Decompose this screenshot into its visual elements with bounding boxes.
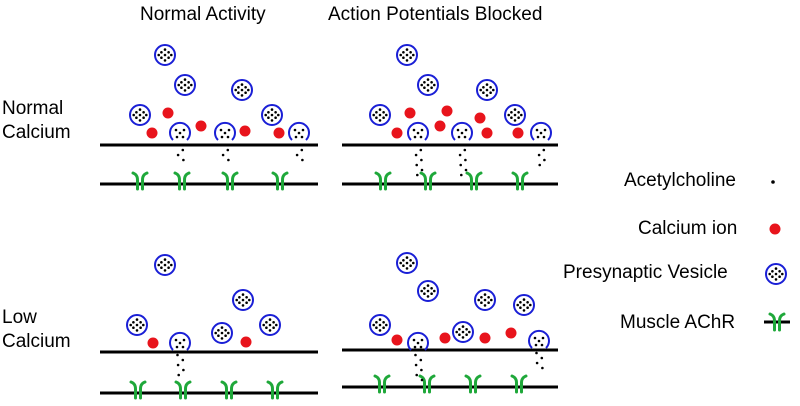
presynaptic-vesicle	[154, 254, 176, 276]
panel-normal-activity-low-calcium	[100, 254, 318, 400]
presynaptic-vesicle	[261, 104, 283, 126]
calcium-ion-icon	[769, 223, 781, 235]
muscle-achr-receptor	[129, 380, 147, 400]
panel-ap-blocked-low-calcium	[342, 252, 558, 394]
calcium-ion	[391, 334, 403, 346]
presynaptic-vesicle	[476, 79, 498, 101]
calcium-ion	[441, 105, 453, 117]
row-label-low-calcium-line1: Low	[2, 307, 37, 328]
muscle-achr-receptor	[419, 171, 437, 191]
legend-label-presynaptic-vesicle: Presynaptic Vesicle	[563, 262, 728, 283]
presynaptic-vesicle-icon	[765, 263, 787, 285]
calcium-ion	[239, 125, 251, 137]
row-label-low-calcium: Low Calcium	[2, 306, 71, 354]
fusing-vesicle	[407, 331, 429, 382]
muscle-achr-receptor	[173, 171, 191, 191]
calcium-ion	[195, 120, 207, 132]
presynaptic-vesicle	[126, 314, 148, 336]
presynaptic-vesicle	[474, 289, 496, 311]
fusing-vesicle	[214, 121, 236, 162]
muscle-achr-receptor	[464, 374, 482, 394]
presynaptic-vesicle	[417, 280, 439, 302]
legend-icons-layer	[764, 180, 790, 332]
calcium-ion	[146, 127, 158, 139]
presynaptic-vesicle	[259, 314, 281, 336]
muscle-achr-receptor	[418, 374, 436, 394]
row-label-low-calcium-line2: Calcium	[2, 331, 71, 352]
muscle-achr-receptor	[131, 171, 149, 191]
muscle-achr-receptor	[221, 171, 239, 191]
presynaptic-vesicle	[396, 252, 418, 274]
presynaptic-vesicle	[129, 104, 151, 126]
legend-label-muscle-achr: Muscle AChR	[620, 312, 736, 333]
calcium-ion	[273, 127, 285, 139]
presynaptic-vesicle	[232, 289, 254, 311]
muscle-achr-receptor	[220, 380, 238, 400]
panel-ap-blocked-normal-calcium	[342, 44, 558, 191]
calcium-ion	[512, 127, 524, 139]
presynaptic-vesicle	[417, 74, 439, 96]
legend-label-calcium-ion: Calcium ion	[638, 218, 738, 239]
fusing-vesicle	[530, 121, 552, 167]
row-label-normal-calcium-line2: Calcium	[2, 122, 71, 143]
presynaptic-vesicle	[231, 79, 253, 101]
row-label-normal-calcium: Normal Calcium	[2, 97, 71, 145]
calcium-ion	[481, 127, 493, 139]
calcium-ion	[162, 107, 174, 119]
calcium-ion	[439, 332, 451, 344]
presynaptic-vesicle	[396, 44, 418, 66]
panel-normal-activity-normal-calcium	[100, 44, 318, 191]
calcium-ion	[240, 336, 252, 348]
muscle-achr-receptor	[174, 380, 192, 400]
fusing-vesicle	[288, 121, 310, 162]
presynaptic-vesicle	[452, 321, 474, 343]
acetylcholine-dot-icon	[771, 180, 775, 184]
muscle-achr-receptor-icon	[764, 312, 790, 332]
muscle-achr-receptor	[511, 171, 529, 191]
presynaptic-vesicle	[369, 314, 391, 336]
calcium-ion	[474, 112, 486, 124]
calcium-ion	[147, 337, 159, 349]
muscle-achr-receptor	[373, 374, 391, 394]
row-label-normal-calcium-line1: Normal	[2, 98, 64, 119]
column-title-action-potentials-blocked: Action Potentials Blocked	[328, 4, 543, 25]
presynaptic-vesicle	[211, 322, 233, 344]
muscle-achr-receptor	[768, 312, 786, 332]
presynaptic-vesicle	[154, 44, 176, 66]
calcium-ion	[479, 332, 491, 344]
calcium-ion	[391, 127, 403, 139]
fusing-vesicle	[407, 121, 429, 177]
calcium-ion	[434, 120, 446, 132]
fusing-vesicle	[169, 121, 191, 162]
calcium-ion	[505, 327, 517, 339]
presynaptic-vesicle	[513, 294, 535, 316]
column-title-normal-activity: Normal Activity	[140, 4, 266, 25]
presynaptic-vesicle	[504, 104, 526, 126]
muscle-achr-receptor	[465, 171, 483, 191]
panels-layer	[100, 44, 558, 400]
presynaptic-vesicle	[369, 104, 391, 126]
fusing-vesicle	[528, 329, 550, 370]
presynaptic-vesicle	[174, 74, 196, 96]
fusing-vesicle	[451, 121, 473, 177]
muscle-achr-receptor	[271, 171, 289, 191]
muscle-achr-receptor	[374, 171, 392, 191]
muscle-achr-receptor	[266, 380, 284, 400]
fusing-vesicle	[169, 331, 191, 377]
calcium-ion	[404, 107, 416, 119]
muscle-achr-receptor	[510, 374, 528, 394]
legend-label-acetylcholine: Acetylcholine	[624, 170, 736, 191]
